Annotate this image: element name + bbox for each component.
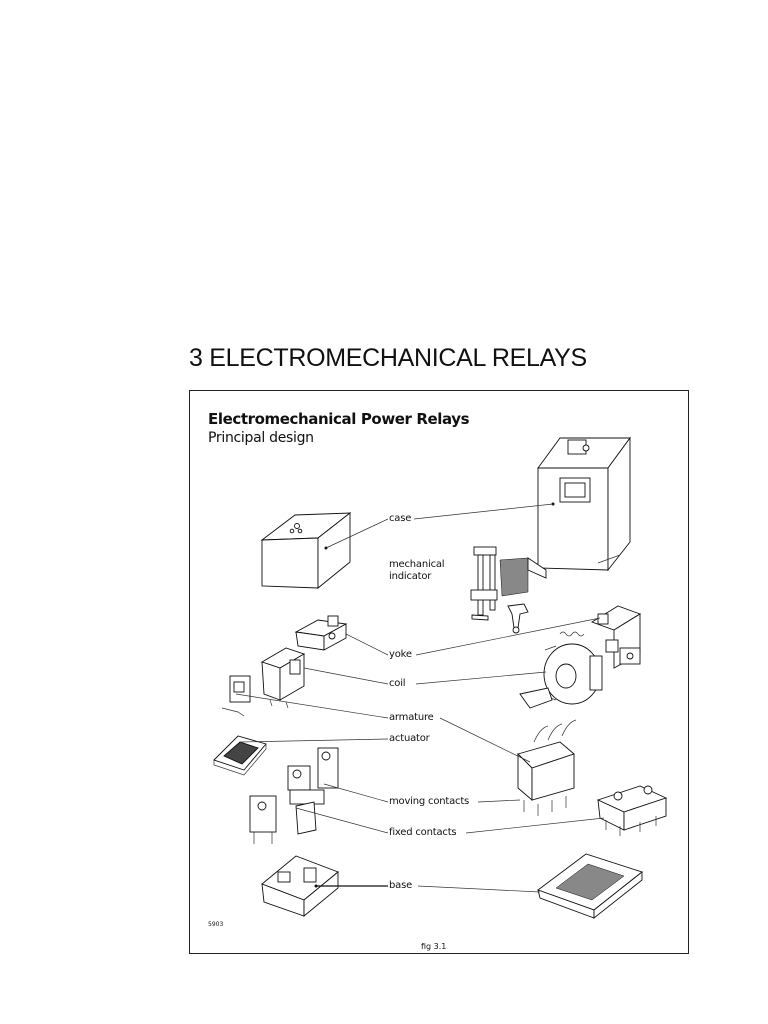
label-base: base [389, 880, 413, 891]
indicator-window-part [499, 557, 547, 597]
fixed-contacts-right-part [596, 785, 668, 836]
base-left-part [261, 855, 339, 917]
label-case: case [389, 513, 412, 524]
indicator-lever-part [507, 603, 529, 634]
leader-lines [235, 503, 605, 893]
label-fixed-contacts: fixed contacts [389, 827, 457, 838]
label-mechanical-indicator-1: mechanical [389, 559, 445, 570]
label-actuator: actuator [389, 733, 430, 744]
spring-part [559, 631, 585, 637]
base-right-part [537, 853, 643, 919]
label-mechanical-indicator-2: indicator [389, 571, 432, 582]
yoke-left-part [294, 615, 348, 651]
coil-right-part [519, 643, 603, 709]
label-armature: armature [389, 712, 434, 723]
fixed-contacts-left-part [249, 795, 317, 844]
yoke-bracket-part [590, 605, 642, 669]
actuator-part [213, 735, 267, 776]
mechanical-indicator-part [470, 546, 498, 621]
figure-title: Electromechanical Power Relays [208, 410, 470, 428]
moving-contacts-left-part [287, 747, 339, 805]
armature-left-part [221, 675, 251, 717]
coil-left-part [260, 647, 306, 709]
label-coil: coil [389, 678, 406, 689]
figure-caption: fig 3.1 [421, 942, 447, 951]
figure-subtitle: Principal design [208, 430, 314, 446]
armature-assembly-part [517, 719, 577, 816]
large-case-part [537, 436, 631, 572]
figure-frame [189, 390, 689, 954]
label-moving-contacts: moving contacts [389, 796, 470, 807]
chapter-heading: 3 ELECTROMECHANICAL RELAYS [189, 344, 587, 372]
small-case-part [260, 512, 352, 589]
figure-code: 5903 [208, 921, 224, 928]
label-yoke: yoke [389, 649, 412, 660]
